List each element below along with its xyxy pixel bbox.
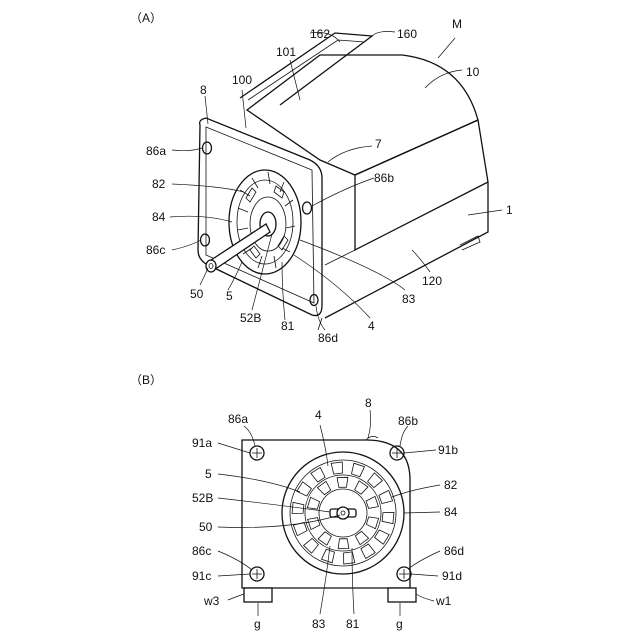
foot-w3 <box>244 588 272 602</box>
front-plate-8-front-view <box>242 436 416 602</box>
screw-91b <box>390 446 404 460</box>
label-82: 82 <box>444 478 458 492</box>
figure-b-label: （B） <box>130 373 162 387</box>
label-w3: w3 <box>203 594 220 608</box>
label-8: 8 <box>365 396 372 410</box>
label-86a: 86a <box>228 412 248 426</box>
label-w1: w1 <box>435 594 452 608</box>
label-M: M <box>452 17 462 31</box>
grille-slot <box>379 490 393 503</box>
screw-91c <box>250 567 264 581</box>
grille-slot <box>366 496 378 508</box>
grille-slot <box>308 518 320 530</box>
front-plate-8 <box>198 118 322 316</box>
label-84: 84 <box>444 505 458 519</box>
label-86d: 86d <box>318 331 338 345</box>
label-120: 120 <box>422 274 442 288</box>
label-91c: 91c <box>192 569 211 583</box>
figure-a: （A） <box>130 11 513 345</box>
grille-slot <box>331 462 342 474</box>
figure-a-label: （A） <box>130 11 162 25</box>
label-8: 8 <box>200 83 207 97</box>
label-82: 82 <box>152 177 166 191</box>
label-5: 5 <box>226 289 233 303</box>
label-10: 10 <box>466 65 480 79</box>
screw-91d <box>397 567 411 581</box>
label-83: 83 <box>312 617 326 631</box>
label-1: 1 <box>506 203 513 217</box>
label-86b: 86b <box>398 414 418 428</box>
figure-b-leaders <box>218 410 440 616</box>
label-81: 81 <box>346 617 360 631</box>
label-86c: 86c <box>192 544 211 558</box>
grille-slot <box>352 463 365 477</box>
label-50: 50 <box>199 520 213 534</box>
label-86a: 86a <box>146 144 166 158</box>
fan-grille-84-front <box>282 452 404 574</box>
foot-w1 <box>388 588 416 602</box>
label-81: 81 <box>281 319 295 333</box>
grille-slot <box>307 497 319 509</box>
label-50: 50 <box>190 287 204 301</box>
label-g-left: g <box>254 617 261 631</box>
label-83: 83 <box>402 292 416 306</box>
grille-slot <box>344 552 355 564</box>
label-91b: 91b <box>438 443 458 457</box>
label-5: 5 <box>205 467 212 481</box>
grille-slot <box>366 517 378 529</box>
label-101: 101 <box>276 45 296 59</box>
grille-slot <box>382 513 394 524</box>
label-52B: 52B <box>240 311 261 325</box>
label-162: 162 <box>310 27 330 41</box>
label-4: 4 <box>368 319 375 333</box>
grille-slot <box>337 477 348 487</box>
label-g-right: g <box>396 617 403 631</box>
screw-91a <box>250 446 264 460</box>
label-91d: 91d <box>442 569 462 583</box>
shaft-end-50 <box>337 507 349 519</box>
label-84: 84 <box>152 210 166 224</box>
label-52B: 52B <box>192 491 213 505</box>
label-86b: 86b <box>374 171 394 185</box>
grille-slot <box>338 539 349 549</box>
label-100: 100 <box>232 73 252 87</box>
figure-b-callouts: 8 86a 4 86b 91a 91b 5 82 52B 84 50 86c 8… <box>192 396 464 631</box>
label-86d: 86d <box>444 544 464 558</box>
label-4: 4 <box>315 408 322 422</box>
label-86c: 86c <box>146 243 165 257</box>
label-91a: 91a <box>192 436 212 450</box>
label-7: 7 <box>375 137 382 151</box>
figure-b: （B） <box>130 373 464 631</box>
label-160: 160 <box>397 27 417 41</box>
